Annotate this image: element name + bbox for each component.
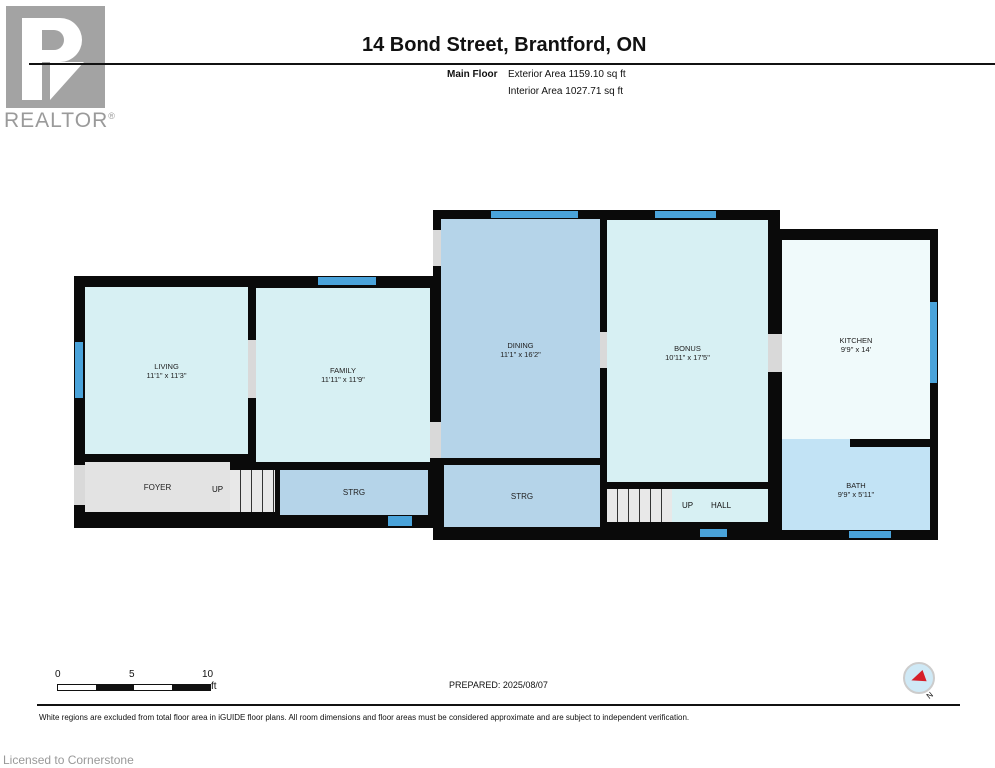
stairs-up-label: UP [212,485,224,494]
room-storage-2: STRG [444,465,600,527]
footer-divider [37,704,960,706]
door-dining-bonus [600,332,607,368]
license-text: Licensed to Cornerstone [3,753,134,767]
window [318,277,376,285]
door-living-family [248,340,256,398]
scale-bar-graphic [57,684,211,691]
stairs-2 [607,489,672,522]
hall-label: HALL [711,501,732,510]
door-bonus-kitchen [768,334,782,372]
door-front [74,465,85,505]
window [491,211,578,218]
page-title: 14 Bond Street, Brantford, ON [362,34,647,56]
realtor-logo [6,6,105,108]
door-dining-exterior [433,230,441,266]
scale-tick-10: 10 [202,669,214,680]
window [849,531,891,538]
disclaimer: White regions are excluded from total fl… [39,713,690,722]
prepared-date: PREPARED: 2025/08/07 [449,680,548,690]
interior-area: Interior Area 1027.71 sq ft [508,86,624,97]
header-divider [29,63,995,65]
window [388,516,412,526]
exterior-area: Exterior Area 1159.10 sq ft [508,69,626,80]
stairs-up-label-2: UP [682,501,694,510]
room-storage: STRG [280,470,428,515]
window [655,211,716,218]
window [75,342,83,398]
window [930,302,937,383]
realtor-wordmark: REALTOR® [4,109,116,132]
window [700,529,727,537]
wall-kitchen-bath [850,439,930,447]
compass-north-label: N [924,690,935,701]
scale-tick-5: 5 [129,669,135,680]
floor-label: Main Floor [447,69,498,80]
compass-icon [903,662,935,694]
door-family-dining [430,422,441,458]
stairs [230,470,275,512]
scale-tick-0: 0 [55,669,61,680]
room-foyer: FOYER [85,462,230,512]
scale-unit: ft [211,681,217,692]
